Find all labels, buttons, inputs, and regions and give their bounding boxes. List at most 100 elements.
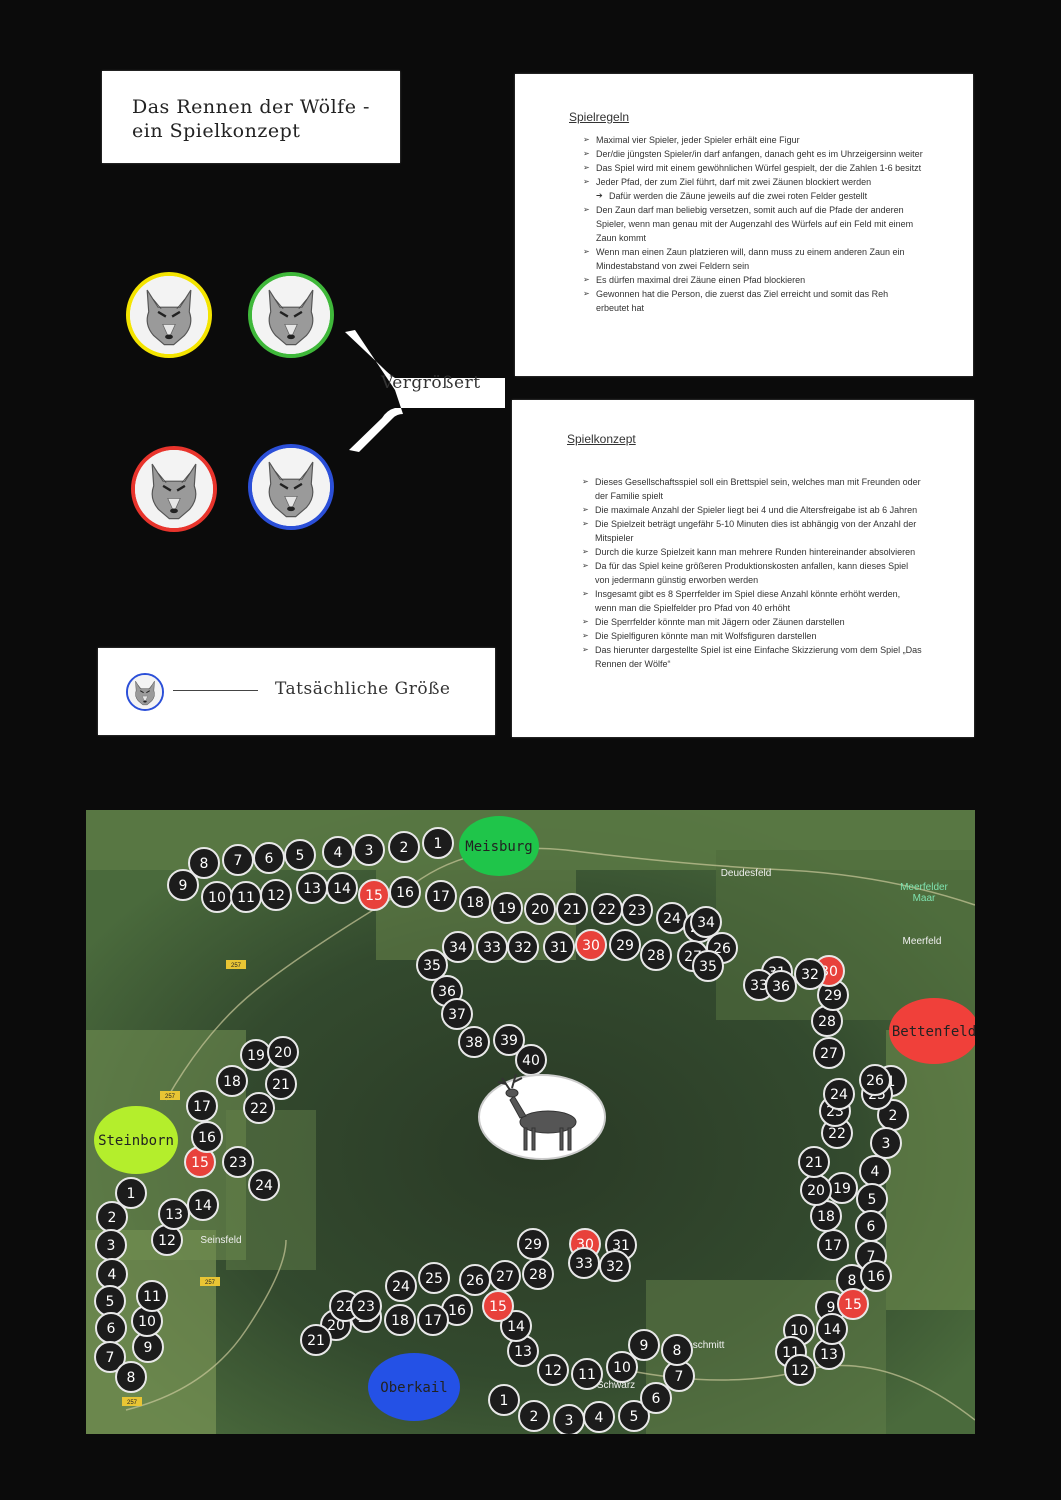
board-field-number: 2: [400, 840, 409, 856]
board-field-number: 8: [200, 856, 209, 872]
board-field-number: 12: [544, 1363, 562, 1379]
board-field-number: 32: [606, 1259, 624, 1275]
board-field-number: 19: [247, 1048, 265, 1064]
board-field-number: 8: [673, 1343, 682, 1359]
board-field-number: 11: [578, 1367, 596, 1383]
board-field: 12: [537, 1354, 569, 1386]
board-field: 20: [800, 1174, 832, 1206]
rules-heading: Spielregeln: [569, 110, 630, 124]
board-field-number: 35: [699, 959, 717, 975]
map-place-label: Meerfelder: [900, 882, 948, 893]
board-field: 22: [591, 893, 623, 925]
board-field: 24: [248, 1169, 280, 1201]
concept-heading: Spielkonzept: [567, 432, 636, 446]
board-field-number: 15: [489, 1299, 507, 1315]
board-field-number: 27: [820, 1046, 838, 1062]
board-field-number: 21: [805, 1155, 823, 1171]
board-field: 6: [855, 1210, 887, 1242]
board-field-number: 1: [434, 836, 443, 852]
concept-item: Da für das Spiel keine größeren Produkti…: [582, 559, 922, 587]
road-sign: [200, 1277, 220, 1286]
board-field: 15: [482, 1290, 514, 1322]
board-field-number: 8: [848, 1273, 857, 1289]
board-field-number: 26: [713, 941, 731, 957]
board-field-number: 17: [432, 889, 450, 905]
board-field-number: 8: [127, 1370, 136, 1386]
board-field: 26: [459, 1264, 491, 1296]
board-field: 4: [96, 1258, 128, 1290]
town-label: Bettenfeld: [892, 1024, 975, 1040]
board-field: 35: [692, 950, 724, 982]
board-field-number: 26: [866, 1073, 884, 1089]
board-field: 3: [353, 834, 385, 866]
board-field-number: 17: [193, 1099, 211, 1115]
rule-item: Das Spiel wird mit einem gewöhnlichen Wü…: [583, 161, 923, 175]
board-field: 30: [575, 929, 607, 961]
road-sign-label: 257: [231, 963, 242, 969]
board-field: 15: [358, 879, 390, 911]
board-field: 29: [817, 979, 849, 1011]
board-field: 12: [784, 1354, 816, 1386]
town-oberkail: Oberkail: [368, 1353, 460, 1421]
board-field-number: 28: [818, 1014, 836, 1030]
board-field: 29: [517, 1228, 549, 1260]
board-field-number: 7: [106, 1350, 115, 1366]
board-field-number: 15: [844, 1297, 862, 1313]
board-field-number: 14: [507, 1319, 525, 1335]
board-field: 9: [628, 1329, 660, 1361]
board-field: 40: [515, 1044, 547, 1076]
board-field-number: 15: [191, 1155, 209, 1171]
board-field-number: 6: [107, 1321, 116, 1337]
board-field-number: 10: [138, 1314, 156, 1330]
board-field: 22: [243, 1092, 275, 1124]
board-field: 21: [300, 1324, 332, 1356]
board-field: 5: [856, 1183, 888, 1215]
board-field-number: 26: [466, 1273, 484, 1289]
arrow-label: Vergrößert: [381, 373, 481, 393]
board-field: 11: [136, 1280, 168, 1312]
board-field-number: 22: [336, 1299, 354, 1315]
board-field: 11: [230, 881, 262, 913]
board-field: 32: [599, 1250, 631, 1282]
board-field-number: 30: [582, 938, 600, 954]
board-field: 14: [500, 1310, 532, 1342]
rule-item: Der/die jüngsten Spieler/in darf anfange…: [583, 147, 923, 161]
board-field-number: 38: [465, 1035, 483, 1051]
title-line-1: Das Rennen der Wölfe -: [132, 96, 370, 118]
board-field-number: 2: [530, 1409, 539, 1425]
board-field: 7: [94, 1341, 126, 1373]
board-field: 8: [115, 1361, 147, 1393]
board-field: 2: [96, 1201, 128, 1233]
board-field: 11: [571, 1358, 603, 1390]
map-place-label: Maar: [913, 893, 936, 904]
board-field-number: 13: [820, 1347, 838, 1363]
board-field-number: 3: [365, 843, 374, 859]
board-field: 9: [132, 1331, 164, 1363]
board-field-number: 14: [823, 1322, 841, 1338]
board-field-number: 32: [514, 940, 532, 956]
board-field-number: 40: [522, 1053, 540, 1069]
road-sign-label: 257: [205, 1280, 216, 1286]
board-field: 4: [583, 1401, 615, 1433]
map-labels: DeudesfeldMeerfelderMaarMeerfeldSeinsfel…: [122, 868, 949, 1406]
board-field: 6: [640, 1382, 672, 1414]
board-field: 13: [507, 1335, 539, 1367]
board-field: 37: [441, 998, 473, 1030]
actual-size-label: Tatsächliche Größe: [275, 679, 451, 699]
board-field-number: 13: [303, 881, 321, 897]
board-field: 38: [458, 1026, 490, 1058]
enlarged-arrow-icon: [345, 330, 505, 452]
board-field-number: 13: [514, 1344, 532, 1360]
board-field-number: 21: [307, 1333, 325, 1349]
board-field-number: 12: [791, 1363, 809, 1379]
board-field-number: 1: [127, 1186, 136, 1202]
board-field-number: 33: [575, 1256, 593, 1272]
board-field-number: 6: [652, 1391, 661, 1407]
board-field-number: 36: [772, 979, 790, 995]
rule-item: Wenn man einen Zaun platzieren will, dan…: [583, 245, 923, 273]
board-field-number: 3: [107, 1238, 116, 1254]
board-field: 3: [870, 1127, 902, 1159]
board-field-number: 9: [144, 1340, 153, 1356]
board-field-number: 2: [889, 1108, 898, 1124]
